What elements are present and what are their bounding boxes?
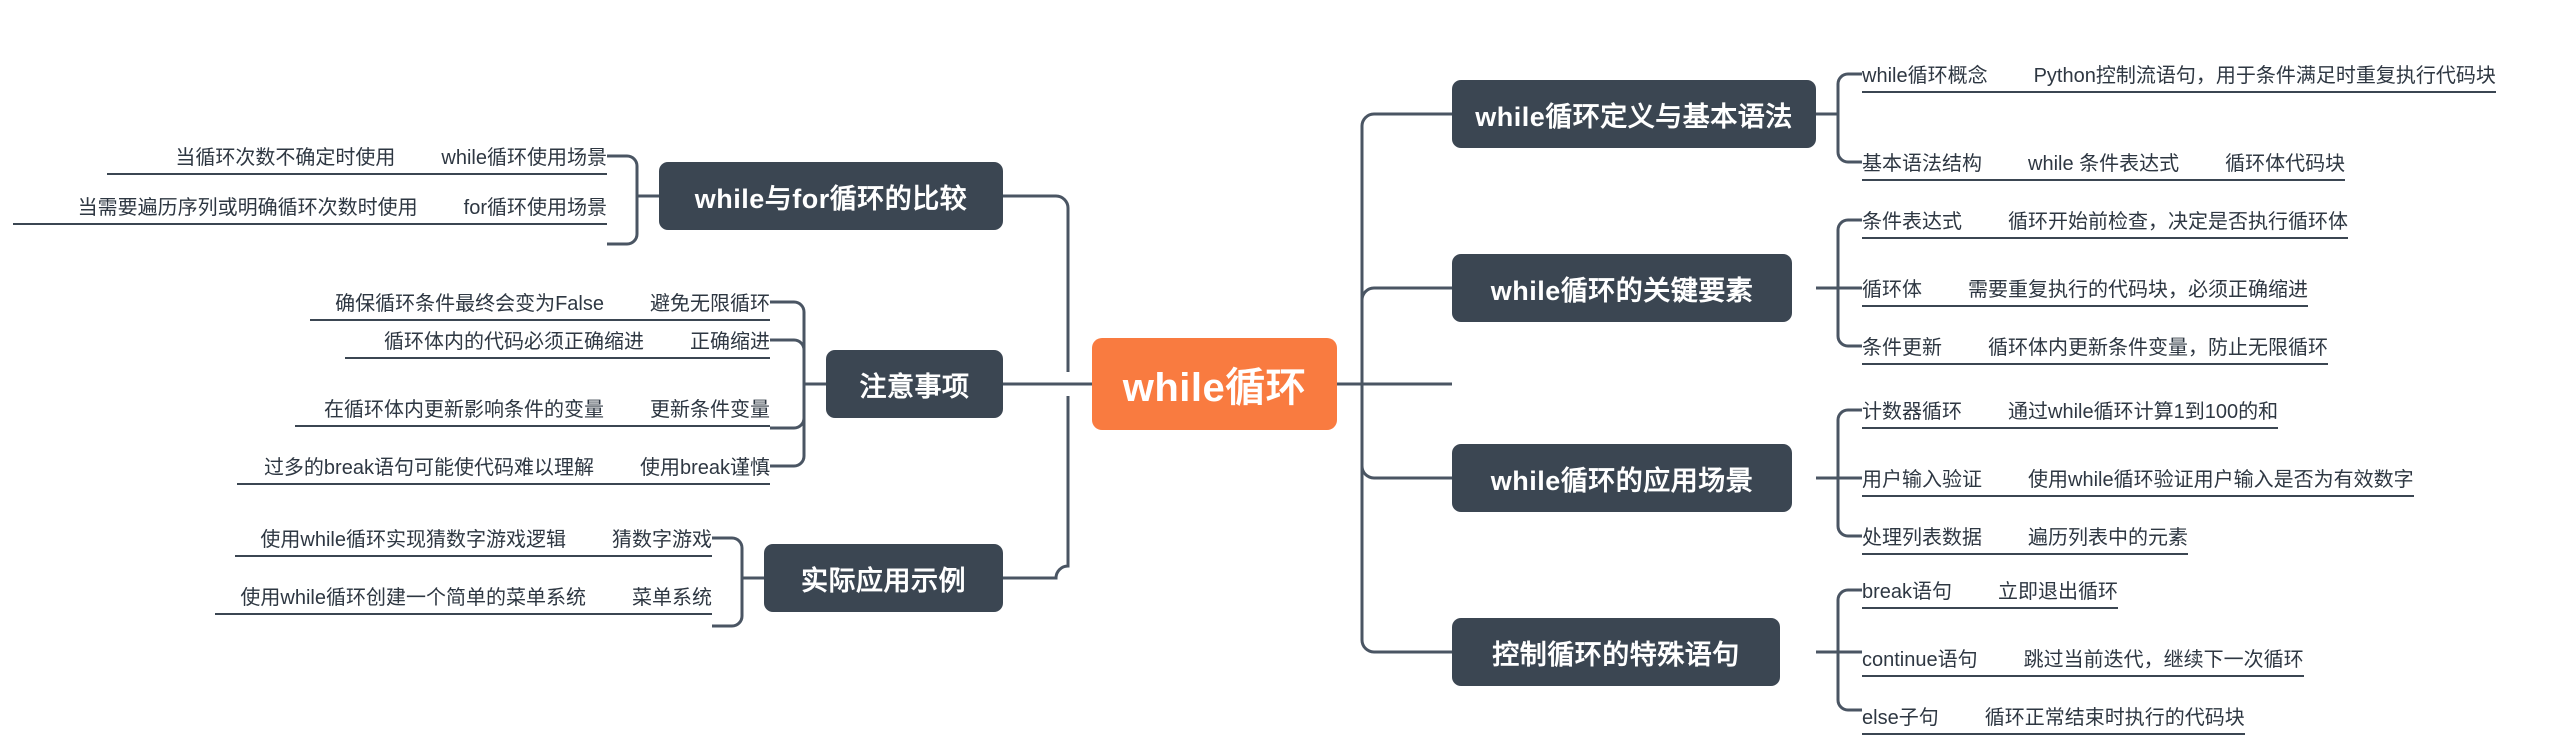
leaf-item[interactable]: 当循环次数不确定时使用 while循环使用场景 <box>107 137 607 175</box>
leaf-title: 避免无限循环 <box>650 292 770 315</box>
leaf-title: 条件表达式 <box>1862 210 1962 233</box>
leaf-desc: 使用while循环创建一个简单的菜单系统 <box>240 586 586 609</box>
leaf-desc: 在循环体内更新影响条件的变量 <box>324 398 604 421</box>
leaf-desc: while 条件表达式 <box>2028 152 2180 175</box>
leaf-title: for循环使用场景 <box>463 196 607 219</box>
branch-label: while循环的应用场景 <box>1490 465 1754 496</box>
leaf-item[interactable]: 当需要遍历序列或明确循环次数时使用 for循环使用场景 <box>13 187 607 225</box>
branch-node-while-definition[interactable]: while循环定义与基本语法 <box>1452 80 1816 148</box>
leaf-desc: 使用while循环验证用户输入是否为有效数字 <box>2028 468 2414 491</box>
root-node[interactable]: while循环 <box>1092 338 1337 430</box>
leaf-title: 循环体 <box>1862 278 1922 301</box>
branch-node-practical-examples[interactable]: 实际应用示例 <box>764 544 1003 612</box>
leaf-title: while循环使用场景 <box>441 146 607 169</box>
leaf-item[interactable]: 基本语法结构 while 条件表达式 循环体代码块 <box>1862 143 2346 181</box>
leaf-title: else子句 <box>1862 706 1939 729</box>
leaf-title: while循环概念 <box>1862 64 1988 87</box>
leaf-title: 猜数字游戏 <box>612 528 712 551</box>
leaf-desc: 立即退出循环 <box>1998 580 2119 603</box>
leaf-desc: 循环体内的代码必须正确缩进 <box>384 330 644 353</box>
leaf-title: 处理列表数据 <box>1862 526 1982 549</box>
leaf-item[interactable]: 使用while循环创建一个简单的菜单系统 菜单系统 <box>215 577 712 615</box>
branch-label: 注意事项 <box>859 371 970 402</box>
leaf-desc: 当需要遍历序列或明确循环次数时使用 <box>77 196 418 219</box>
leaf-desc: 循环体内更新条件变量，防止无限循环 <box>1988 336 2328 359</box>
leaf-item[interactable]: 循环体内的代码必须正确缩进 正确缩进 <box>345 321 770 359</box>
leaf-desc: 通过while循环计算1到100的和 <box>2008 400 2279 423</box>
root-node-label: while循环 <box>1122 366 1307 410</box>
leaf-item[interactable]: 条件更新 循环体内更新条件变量，防止无限循环 <box>1862 327 2328 365</box>
leaf-item[interactable]: 在循环体内更新影响条件的变量 更新条件变量 <box>295 389 770 427</box>
leaf-title: 计数器循环 <box>1862 400 1962 423</box>
leaf-item[interactable]: 使用while循环实现猜数字游戏逻辑 猜数字游戏 <box>235 519 712 557</box>
leaf-desc: 需要重复执行的代码块，必须正确缩进 <box>1968 278 2308 301</box>
leaf-desc: 使用while循环实现猜数字游戏逻辑 <box>260 528 566 551</box>
branch-node-while-vs-for[interactable]: while与for循环的比较 <box>659 162 1003 230</box>
branch-node-key-elements[interactable]: while循环的关键要素 <box>1452 254 1792 322</box>
leaf-desc: 确保循环条件最终会变为False <box>335 292 604 315</box>
leaf-title: break语句 <box>1862 580 1953 603</box>
leaf-item[interactable]: break语句 立即退出循环 <box>1862 571 2119 609</box>
leaf-desc: 当循环次数不确定时使用 <box>175 146 396 169</box>
leaf-item[interactable]: 确保循环条件最终会变为False 避免无限循环 <box>310 283 770 321</box>
leaf-title: 条件更新 <box>1862 336 1942 359</box>
leaf-desc: 循环正常结束时执行的代码块 <box>1984 706 2245 729</box>
leaf-title: 更新条件变量 <box>650 398 770 421</box>
leaf-desc: 遍历列表中的元素 <box>2028 526 2188 549</box>
branch-node-control-statements[interactable]: 控制循环的特殊语句 <box>1452 618 1780 686</box>
branch-label: while与for循环的比较 <box>694 183 968 214</box>
leaf-item[interactable]: 条件表达式 循环开始前检查，决定是否执行循环体 <box>1862 201 2348 239</box>
leaf-desc: 循环开始前检查，决定是否执行循环体 <box>2008 210 2348 233</box>
leaf-item[interactable]: continue语句 跳过当前迭代，继续下一次循环 <box>1862 639 2304 677</box>
leaf-desc: 跳过当前迭代，继续下一次循环 <box>2023 648 2304 671</box>
branch-label: 控制循环的特殊语句 <box>1492 639 1740 670</box>
leaf-item[interactable]: else子句 循环正常结束时执行的代码块 <box>1862 697 2245 735</box>
leaf-item[interactable]: while循环概念 Python控制流语句，用于条件满足时重复执行代码块 <box>1862 55 2496 93</box>
branch-label: while循环的关键要素 <box>1490 275 1754 306</box>
branch-label: 实际应用示例 <box>801 565 966 596</box>
leaf-item[interactable]: 用户输入验证 使用while循环验证用户输入是否为有效数字 <box>1862 459 2414 497</box>
leaf-title: 使用break谨慎 <box>639 456 770 479</box>
leaf-desc: 过多的break语句可能使代码难以理解 <box>263 456 594 479</box>
leaf-title: continue语句 <box>1862 648 1978 671</box>
leaf-title: 菜单系统 <box>632 586 712 609</box>
leaf-item[interactable]: 计数器循环 通过while循环计算1到100的和 <box>1862 391 2279 429</box>
leaf-item[interactable]: 循环体 需要重复执行的代码块，必须正确缩进 <box>1862 269 2308 307</box>
leaf-title: 正确缩进 <box>690 330 770 353</box>
leaf-item[interactable]: 过多的break语句可能使代码难以理解 使用break谨慎 <box>237 447 770 485</box>
leaf-title: 用户输入验证 <box>1862 468 1982 491</box>
branch-node-cautions[interactable]: 注意事项 <box>826 350 1003 418</box>
branch-label: while循环定义与基本语法 <box>1475 101 1793 132</box>
leaf-desc: Python控制流语句，用于条件满足时重复执行代码块 <box>2033 64 2496 87</box>
leaf-extra: 循环体代码块 <box>2225 152 2346 175</box>
leaf-title: 基本语法结构 <box>1862 152 1982 175</box>
branch-node-use-cases[interactable]: while循环的应用场景 <box>1452 444 1792 512</box>
leaf-item[interactable]: 处理列表数据 遍历列表中的元素 <box>1862 517 2188 555</box>
